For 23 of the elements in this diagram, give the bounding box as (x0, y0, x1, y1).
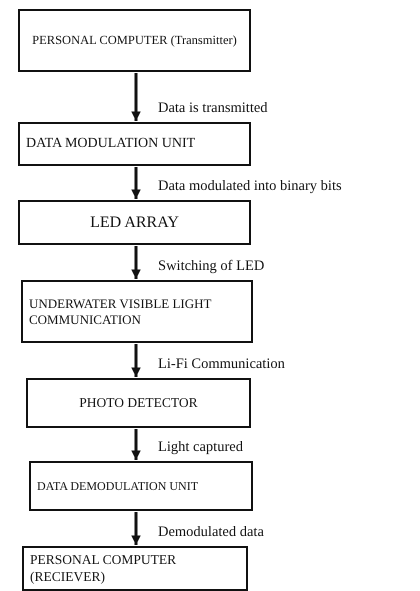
process-box (26, 378, 251, 428)
process-box (22, 546, 248, 591)
arrow (131, 167, 141, 199)
arrow (131, 512, 141, 545)
arrow (131, 73, 141, 121)
box-label: PHOTO DETECTOR (78, 394, 199, 412)
process-box (18, 200, 251, 245)
process-box (18, 9, 251, 72)
arrow (131, 344, 141, 377)
box-label: DATA MODULATION UNIT (26, 136, 196, 152)
arrow (131, 429, 141, 460)
edge-label: Switching of LED (158, 259, 264, 275)
edge-label: Data modulated into binary bits (158, 179, 342, 195)
process-box (18, 122, 251, 166)
box-label: PERSONAL COMPUTER (Transmitter) (31, 33, 238, 48)
box-label: LED ARRAY (89, 212, 180, 232)
process-box (29, 461, 253, 511)
box-label: PERSONAL COMPUTER (RECIEVER) (30, 552, 178, 585)
box-label: DATA DEMODULATION UNIT (37, 478, 200, 494)
arrow (131, 246, 141, 279)
process-box (21, 280, 253, 343)
box-label: UNDERWATER VISIBLE LIGHT COMMUNICATION (29, 296, 212, 328)
edge-label: Light captured (158, 440, 243, 456)
